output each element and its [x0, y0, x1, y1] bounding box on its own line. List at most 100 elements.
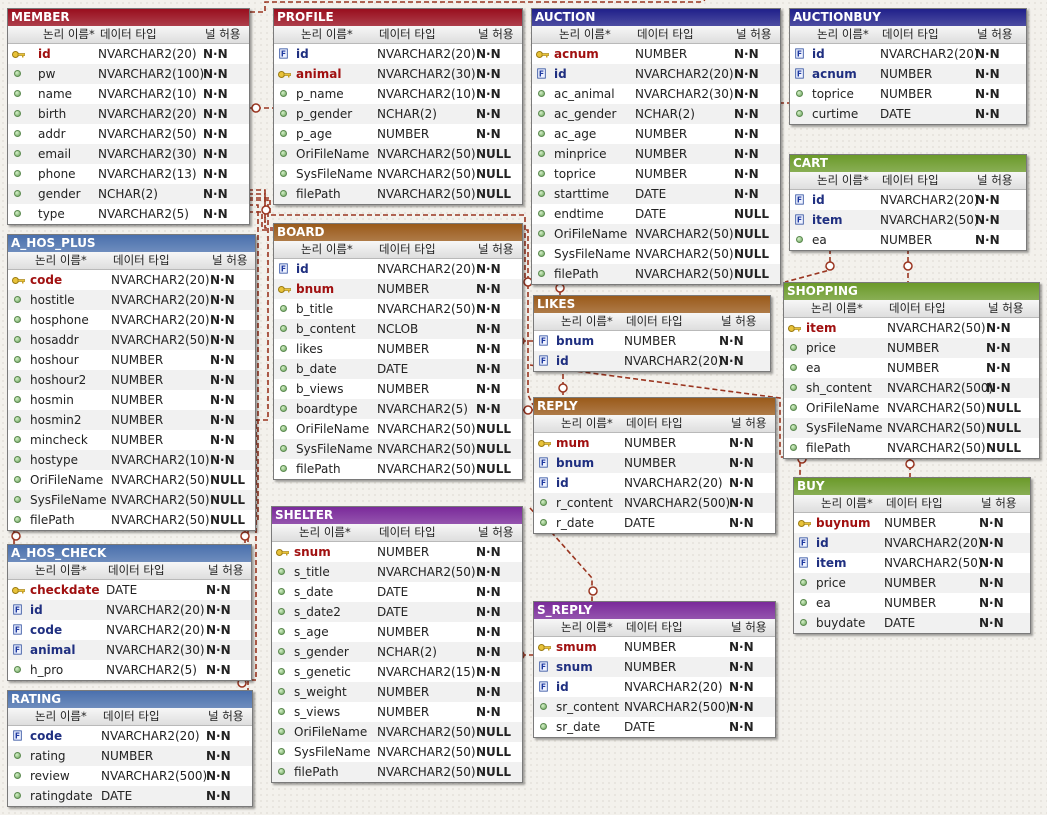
entity-title[interactable]: A_HOS_PLUS — [8, 235, 255, 252]
entity-title[interactable]: REPLY — [534, 398, 775, 415]
entity-title[interactable]: LIKES — [534, 296, 770, 313]
entity-title[interactable]: S_REPLY — [534, 602, 775, 619]
entity-title[interactable]: CART — [790, 155, 1026, 172]
entity-title[interactable]: BOARD — [274, 224, 522, 241]
entity-title[interactable]: BUY — [794, 478, 1030, 495]
entity-title[interactable]: A_HOS_CHECK — [8, 545, 251, 562]
entity-title[interactable]: AUCTION — [532, 9, 780, 26]
entity-title[interactable]: MEMBER — [8, 9, 249, 26]
entity-title[interactable]: PROFILE — [274, 9, 522, 26]
